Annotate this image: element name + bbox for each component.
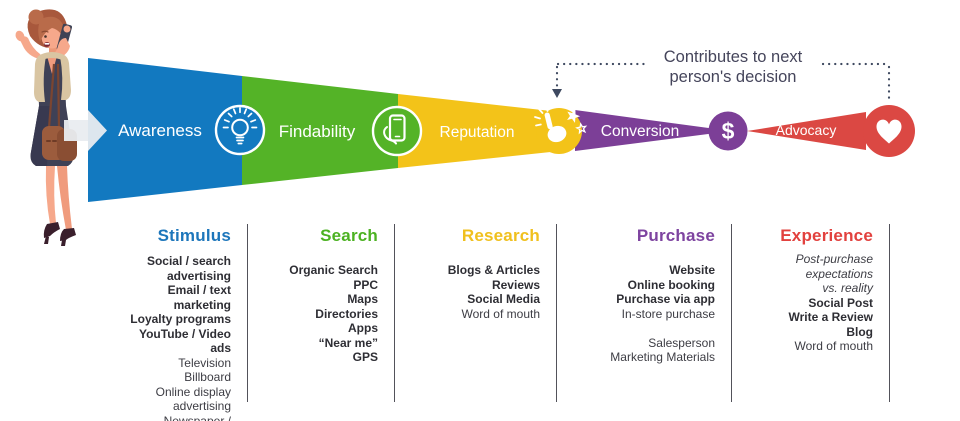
column-list-item: Social / search advertising — [146, 254, 231, 283]
column-title: Search — [320, 226, 378, 245]
stage-label-advocacy: Advocacy — [776, 122, 837, 138]
column-list-item: Organic Search — [289, 263, 378, 277]
feedback-arrowhead-icon — [552, 89, 562, 98]
column-list-item: Television — [178, 355, 231, 370]
column-title: Stimulus — [157, 226, 231, 245]
column-list-item: GPS — [352, 350, 378, 364]
feedback-dotted-line-right — [821, 62, 891, 103]
column-list-item: Blog — [846, 324, 873, 339]
column-list-item: Directories — [315, 306, 378, 321]
segment-findability — [242, 76, 398, 185]
column-list-item: Purchase via app — [616, 292, 715, 306]
column-list-item — [557, 321, 715, 336]
column-list-item: In-store purchase — [621, 306, 715, 321]
stage-label-conversion: Conversion — [601, 123, 679, 140]
column-list-item: Maps — [347, 292, 378, 306]
column-list-item: Newspaper / Magazine — [163, 413, 231, 421]
annotation-line-2: person's decision — [670, 68, 797, 86]
dollar-icon: $ — [708, 111, 748, 151]
column-list-item: Social Media — [467, 292, 540, 306]
column-list-item: “Near me” — [318, 335, 378, 350]
column-list-item: Apps — [348, 321, 378, 335]
column-list-item: YouTube / Video ads — [138, 326, 231, 356]
column-title: Experience — [780, 226, 873, 245]
column-list-item: Social Post — [808, 295, 873, 310]
column-list-item: Word of mouth — [794, 339, 873, 353]
heart-icon — [863, 105, 915, 157]
stage-label-findability: Findability — [279, 122, 356, 141]
segment-conversion — [575, 110, 716, 151]
phone-in-hand-icon — [371, 105, 423, 157]
entry-arrow-icon — [64, 110, 107, 151]
segment-advocacy — [747, 112, 866, 150]
segment-awareness — [88, 58, 242, 202]
column-title: Purchase — [636, 226, 715, 245]
column-list-item: vs. reality — [822, 281, 873, 295]
column-title: Research — [461, 226, 540, 245]
stage-label-reputation: Reputation — [440, 124, 515, 141]
column-list-item: Reviews — [491, 277, 540, 292]
column-list-item: Blogs & Articles — [447, 263, 540, 277]
woman-illustration — [15, 9, 77, 246]
column-list-item: Loyalty programs — [130, 312, 231, 326]
lightbulb-icon — [214, 104, 266, 156]
column-list-item: Online display advertising — [155, 384, 231, 414]
column-list-item: Post-purchase expectations — [795, 252, 873, 281]
column-list-item: Billboard — [184, 370, 231, 384]
column-list-item: Word of mouth — [461, 306, 540, 321]
column-list-item: Online booking — [627, 277, 715, 292]
funnel-diagram: Awareness Findability Reputation Convers… — [15, 9, 915, 246]
column-list-item: Website — [669, 263, 715, 277]
column-list-item: PPC — [353, 277, 378, 292]
click-stars-icon — [534, 105, 588, 154]
column-list-item: Email / text marketing — [167, 283, 231, 312]
svg-text:$: $ — [722, 118, 735, 144]
segment-reputation — [398, 94, 560, 168]
column-list-item: Marketing Materials — [610, 350, 715, 364]
column-list-item: Salesperson — [648, 335, 715, 350]
stage-label-awareness: Awareness — [118, 121, 202, 140]
annotation-line-1: Contributes to next — [664, 48, 803, 66]
column-list-item: Write a Review — [788, 310, 873, 324]
feedback-dotted-line-left — [555, 62, 650, 91]
